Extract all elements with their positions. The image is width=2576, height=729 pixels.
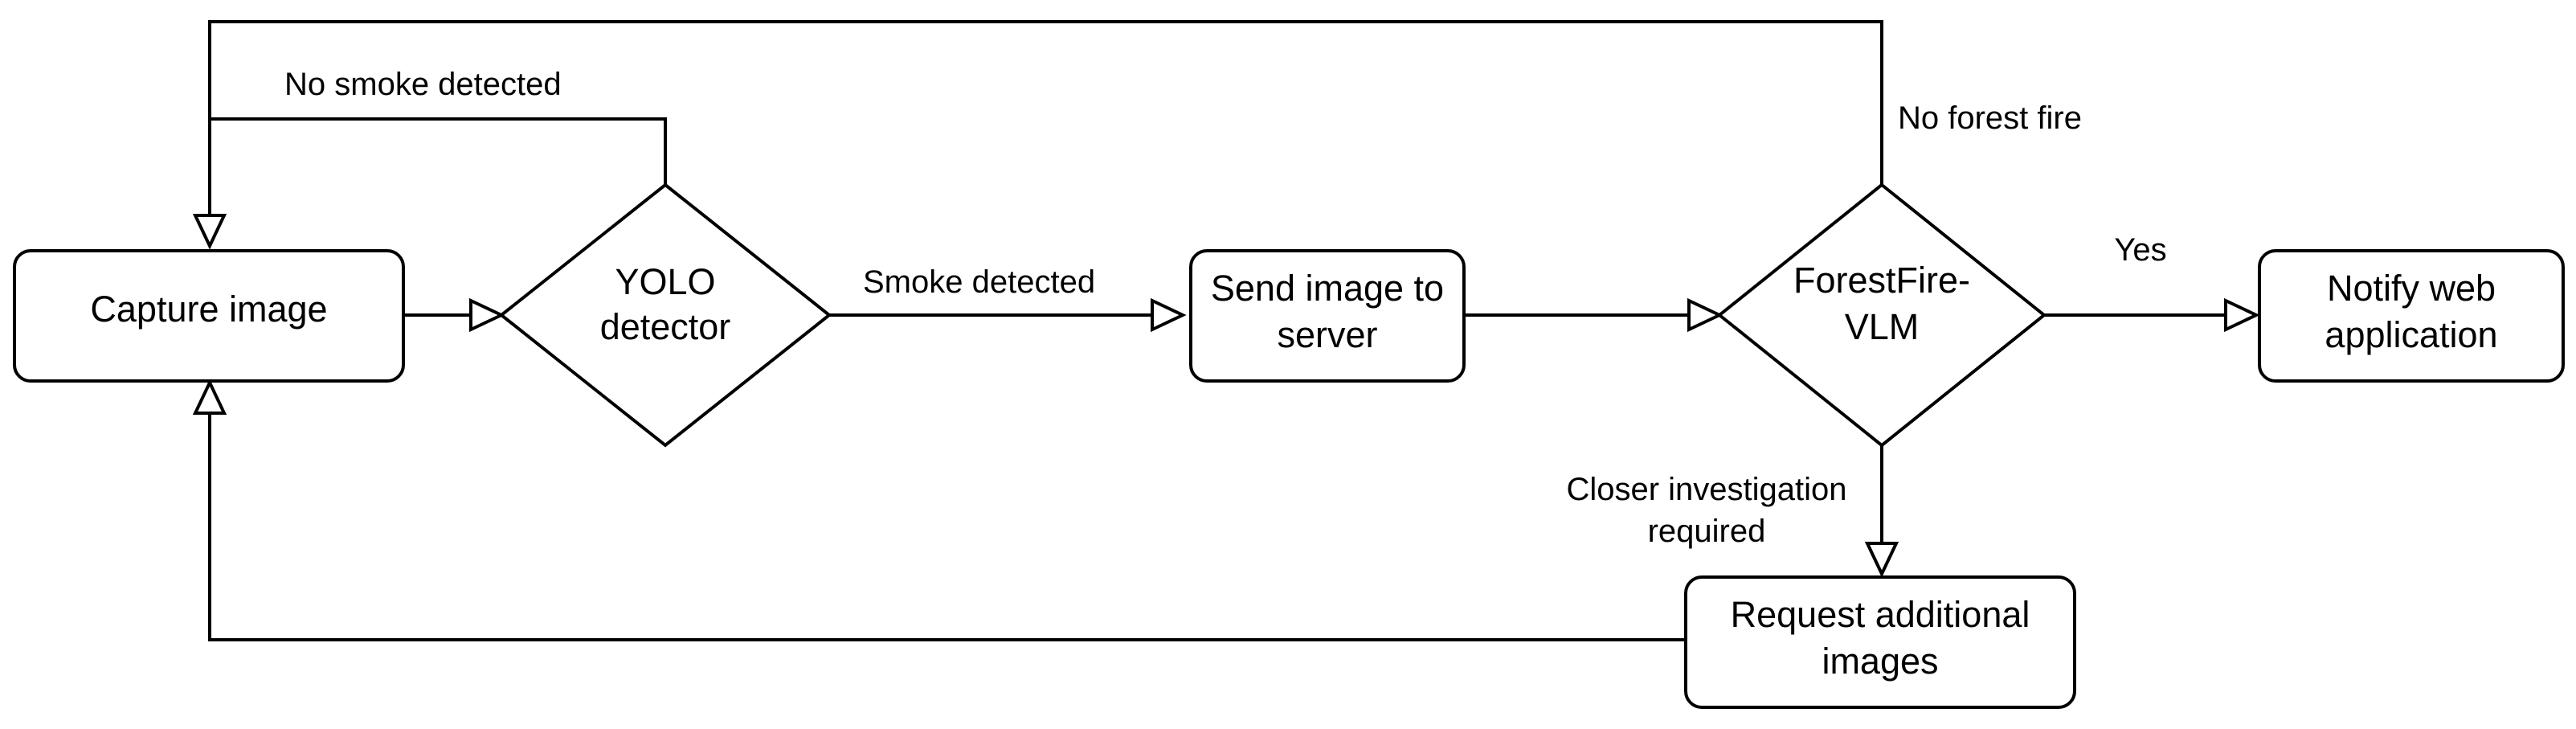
notify-web-app-label-line2: application [2325,314,2497,355]
forestfire-vlm-label-line1: ForestFire- [1793,260,1970,301]
edge-smoke-detected [829,297,1187,333]
edge-no-forest-fire-loop [208,20,1883,185]
node-notify-web-app: Notify web application [2258,249,2565,383]
arrowhead [469,297,505,333]
edge-label-closer-investigation-line1: Closer investigation [1566,472,1846,507]
edge-request-to-capture [192,379,1686,641]
capture-image-label: Capture image [90,289,327,330]
edge-closer-investigation [1864,445,1899,578]
forestfire-vlm-label-line2: VLM [1845,306,1920,347]
node-request-additional-images: Request additional images [1684,575,2076,709]
node-capture-image: Capture image [13,249,405,383]
arrowhead [192,214,227,250]
request-images-label-line2: images [1822,641,1938,682]
notify-web-app-label-line1: Notify web [2327,268,2496,309]
node-send-image: Send image to server [1189,249,1466,383]
edge-capture-to-yolo [403,297,505,333]
send-image-label-line2: server [1277,314,1377,355]
edge-send-to-vlm [1464,297,1723,333]
edge-no-smoke-loop [192,117,667,250]
edge-label-no-smoke-detected: No smoke detected [284,67,562,102]
request-images-label-line1: Request additional [1731,594,2030,635]
edge-yes [2044,297,2260,333]
send-image-label-line1: Send image to [1211,268,1444,309]
node-forestfire-vlm: ForestFire- VLM [1716,182,2047,448]
node-yolo-detector: YOLO detector [498,182,832,448]
arrowhead [1151,297,1187,333]
yolo-detector-label-line2: detector [600,306,731,347]
edge-label-closer-investigation-line2: required [1648,514,1766,549]
arrowhead [1864,542,1899,578]
arrowhead [1687,297,1723,333]
arrowhead [2224,297,2260,333]
arrowhead [192,379,227,415]
yolo-detector-label-line1: YOLO [615,261,715,302]
edge-label-yes: Yes [2114,232,2166,268]
edge-label-no-forest-fire: No forest fire [1898,100,2082,136]
edge-label-smoke-detected: Smoke detected [863,264,1095,300]
